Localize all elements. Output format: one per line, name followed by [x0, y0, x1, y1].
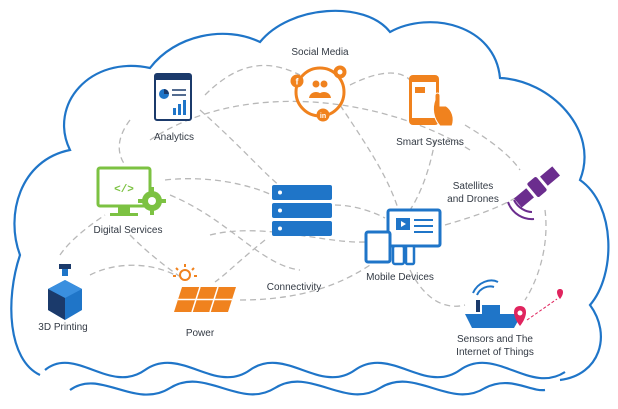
- connector-analytics-digital: [118, 119, 131, 166]
- satellite-icon: [507, 166, 561, 221]
- connectivity-label: Connectivity: [266, 282, 322, 293]
- connector-digital-loop: [169, 194, 301, 271]
- report-chart-icon: [154, 73, 192, 121]
- connector-analytics-social: [204, 64, 301, 96]
- svg-text:</>: </>: [114, 184, 134, 196]
- svg-text:in: in: [320, 113, 326, 120]
- smartphone-touch-icon: [409, 75, 454, 127]
- connector-3d-power: [89, 264, 176, 276]
- connector-social-mobile: [339, 104, 401, 216]
- connector-3d-digital: [59, 214, 106, 256]
- monitor-code-gear-icon: </>: [96, 166, 166, 216]
- connector-satellites-sensors: [524, 209, 547, 301]
- connector-power-mobile: [239, 264, 371, 301]
- solar-panel-icon: [173, 264, 236, 313]
- sensors-iot-label-line2: Internet of Things: [456, 347, 534, 358]
- power-label: Power: [185, 328, 215, 339]
- connector-smart-satellites: [464, 124, 521, 171]
- analytics-label: Analytics: [153, 132, 195, 143]
- connector-social-smart: [349, 72, 411, 86]
- connector-smart-mobile: [409, 139, 436, 211]
- satellites-label-line2: and Drones: [447, 194, 499, 205]
- connector-analytics-connectivity: [199, 109, 286, 191]
- connector-connectivity-mobile: [334, 204, 386, 219]
- satellites-label-line1: Satellites: [452, 181, 494, 192]
- server-stack-icon: [272, 185, 332, 236]
- 3d-printing-label: 3D Printing: [38, 322, 88, 333]
- sensors-iot-label-line1: Sensors and The: [457, 334, 533, 345]
- multi-device-icon: [364, 208, 442, 266]
- social-media-label: Social Media: [291, 47, 349, 58]
- digital-services-label: Digital Services: [93, 225, 163, 236]
- wave-line-2: [69, 380, 546, 396]
- smart-systems-label: Smart Systems: [396, 137, 464, 148]
- cloud-outline: [10, 9, 610, 382]
- 3d-printer-icon: [48, 264, 82, 320]
- mobile-devices-label: Mobile Devices: [366, 272, 434, 283]
- wave-line-1: [44, 361, 566, 380]
- social-network-icon: f in: [290, 65, 347, 122]
- boat-signal-pin-icon: [465, 279, 563, 328]
- svg-text:f: f: [296, 77, 300, 87]
- connector-connectivity-power: [214, 239, 266, 283]
- connector-mobile-sensors: [409, 269, 466, 307]
- connector-digital-connectivity: [164, 178, 273, 196]
- connector-digital-power: [129, 234, 186, 281]
